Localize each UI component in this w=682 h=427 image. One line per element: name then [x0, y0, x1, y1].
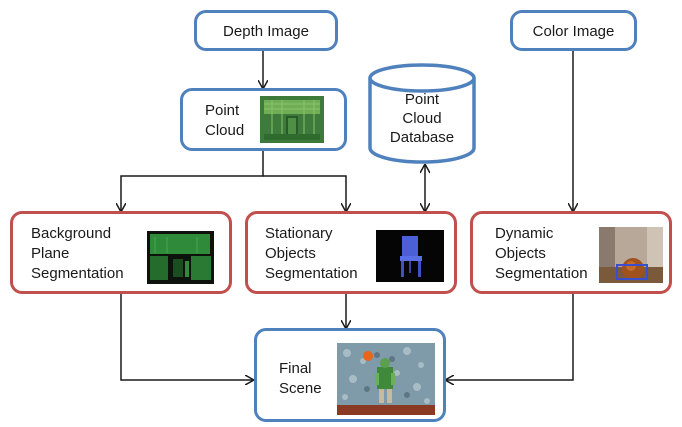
node-label-line: Plane — [31, 245, 70, 262]
node-label: Depth Image — [223, 23, 309, 40]
node-label-line: Segmentation — [265, 265, 358, 282]
node-label-line: Cloud — [205, 122, 245, 139]
node-label-line: Point — [205, 102, 240, 119]
node-label-line: Segmentation — [495, 265, 588, 282]
node-label-line: Final — [279, 360, 312, 377]
node-depth-image: Depth Image — [194, 10, 338, 51]
node-label-line: Dynamic — [495, 225, 554, 242]
node-label-line: Background — [31, 225, 112, 242]
node-background-plane-segmentation: Background Plane Segmentation — [10, 211, 232, 294]
final-scene-thumbnail — [337, 343, 435, 415]
database-label-line-2: Cloud — [402, 110, 442, 127]
node-stationary-objects-segmentation: Stationary Objects Segmentation — [245, 211, 457, 294]
node-dynamic-objects-segmentation: Dynamic Objects Segmentation — [470, 211, 672, 294]
stationary-segmentation-thumbnail — [376, 230, 444, 282]
node-label-line: Stationary — [265, 225, 333, 242]
edge-pointcloud-to-stationary — [263, 175, 346, 211]
node-color-image: Color Image — [510, 10, 637, 51]
node-label-line: Scene — [279, 380, 322, 397]
node-final-scene: Final Scene — [254, 328, 446, 422]
edge-background-to-final — [120, 293, 253, 380]
edge-dynamic-to-final — [446, 293, 574, 380]
dynamic-segmentation-thumbnail — [599, 227, 663, 283]
database-label-line-3: Database — [389, 129, 455, 146]
node-point-cloud-database — [368, 63, 476, 164]
node-label-line: Segmentation — [31, 265, 124, 282]
database-label-line-1: Point — [404, 91, 440, 108]
node-label-line: Objects — [265, 245, 316, 262]
background-segmentation-thumbnail — [147, 231, 214, 284]
node-point-cloud: Point Cloud — [180, 88, 347, 151]
edge-pointcloud-to-background — [121, 150, 264, 211]
node-label-line: Objects — [495, 245, 546, 262]
point-cloud-thumbnail — [260, 96, 324, 143]
node-label: Color Image — [532, 23, 615, 40]
